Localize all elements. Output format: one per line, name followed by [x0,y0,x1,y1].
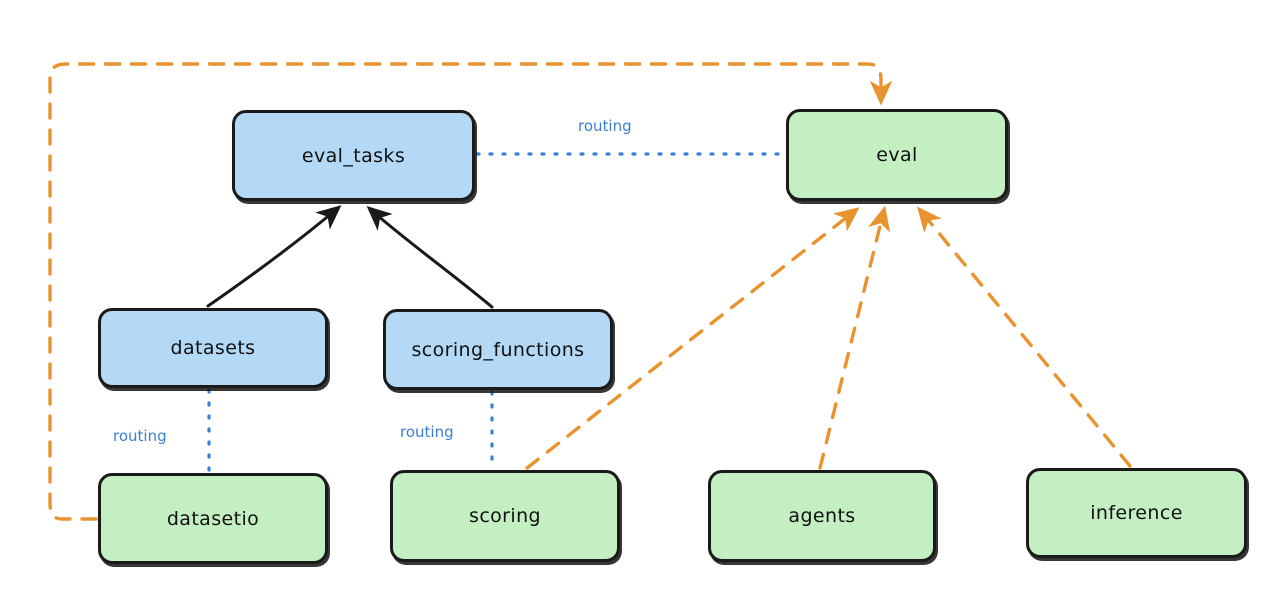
node-eval-tasks[interactable]: eval_tasks [232,110,475,201]
edge-scoring-to-eval [525,207,860,470]
edge-label-routing-scoring-functions-scoring: routing [400,423,454,441]
node-datasetio[interactable]: datasetio [98,473,328,564]
node-label-scoring-functions: scoring_functions [411,338,585,361]
node-inference[interactable]: inference [1026,468,1247,558]
edge-label-routing-eval-tasks-eval: routing [578,117,632,135]
node-label-eval-tasks: eval_tasks [301,144,406,167]
edge-scoring-functions-to-eval-tasks [366,206,494,309]
edge-label-routing-datasets-datasetio: routing [113,427,167,445]
node-label-inference: inference [1090,502,1183,524]
node-datasets[interactable]: datasets [98,308,328,388]
node-agents[interactable]: agents [708,470,936,562]
node-label-datasetio: datasetio [166,507,260,530]
node-label-scoring: scoring [469,505,541,527]
edge-agents-to-eval [818,205,891,470]
edge-inference-to-eval [917,206,1132,468]
node-label-datasets: datasets [170,337,256,359]
node-label-agents: agents [788,505,856,527]
node-scoring-functions[interactable]: scoring_functions [383,309,613,390]
edge-datasetio-to-eval [48,62,893,521]
node-eval[interactable]: eval [786,109,1008,201]
edge-datasets-to-eval-tasks [206,205,342,308]
node-label-eval: eval [876,144,918,166]
node-scoring[interactable]: scoring [390,470,620,562]
